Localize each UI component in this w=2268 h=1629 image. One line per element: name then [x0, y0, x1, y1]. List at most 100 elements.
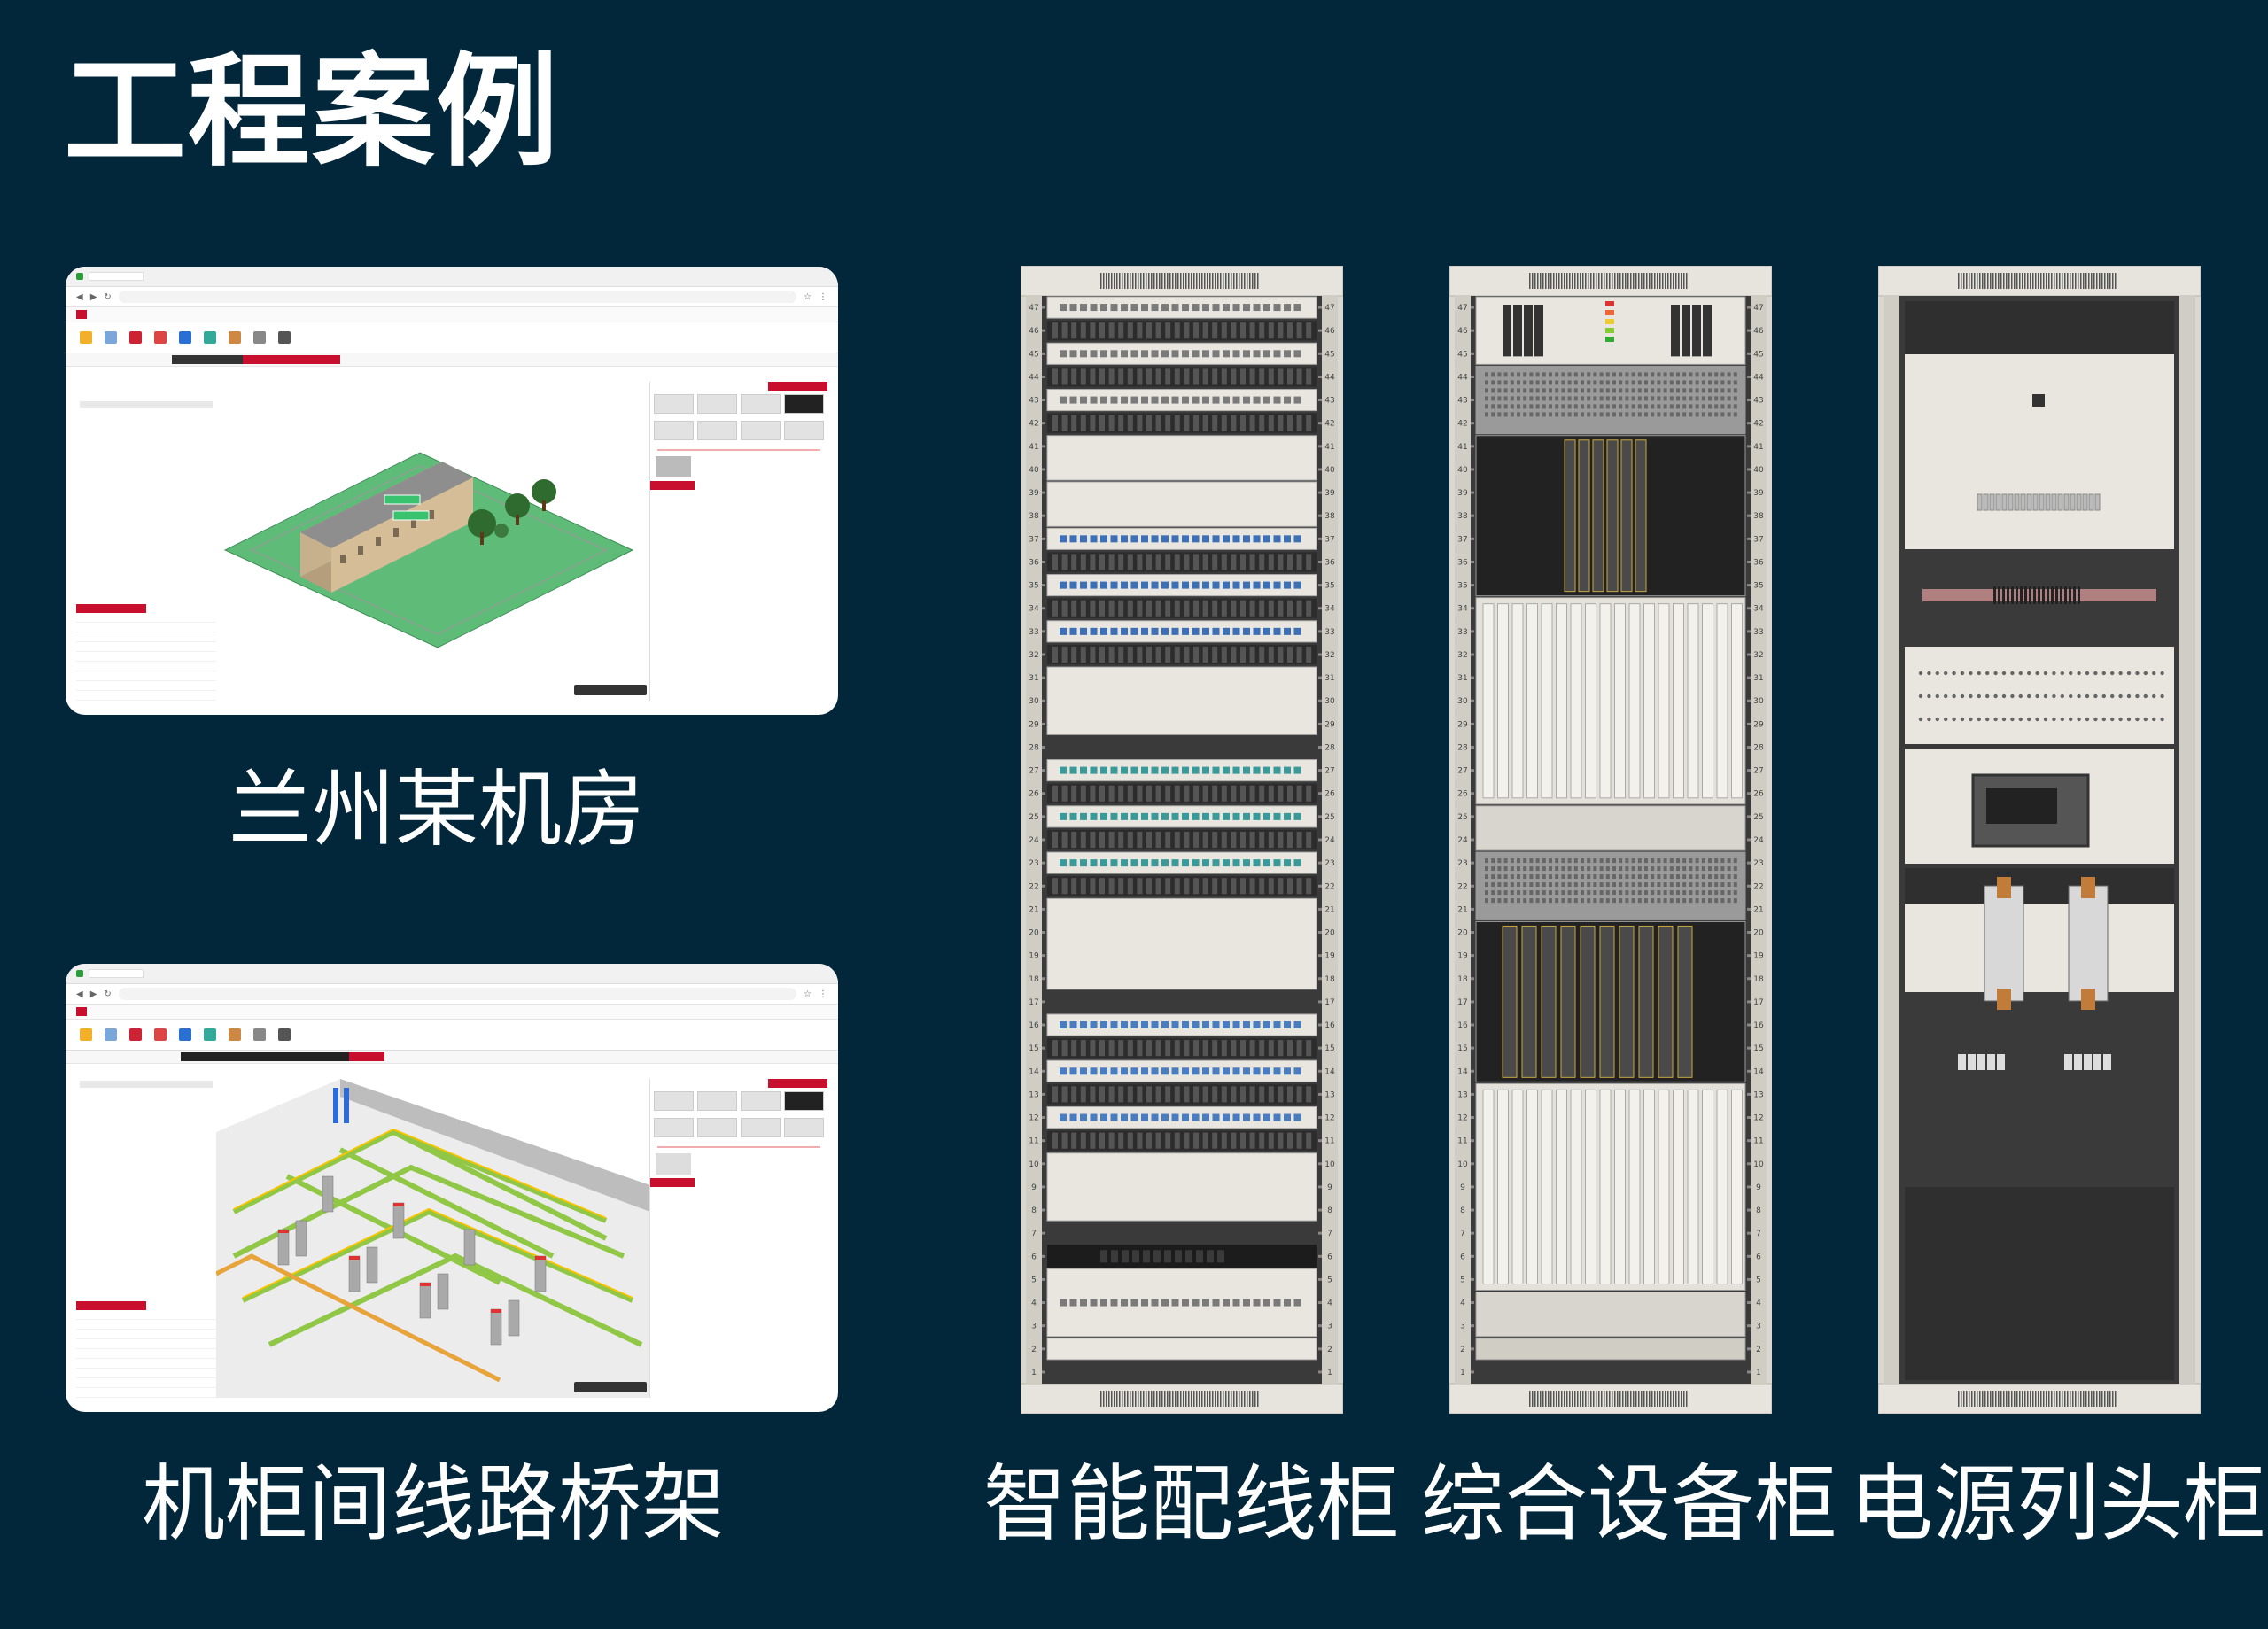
vent-slot: [1114, 1391, 1115, 1407]
vent-hole: [1676, 396, 1680, 401]
cable-slot: [1231, 1040, 1237, 1057]
unit-number: 47: [1753, 304, 1763, 313]
vent-slot: [1249, 1391, 1251, 1407]
unit-number: 46: [1457, 327, 1468, 336]
vent-slot: [1593, 273, 1595, 289]
vent-slot: [1135, 273, 1137, 289]
port: [1130, 350, 1138, 358]
vent-hole: [1599, 874, 1604, 880]
terminal-screw: [2152, 717, 2156, 722]
vent-slot: [1612, 1391, 1613, 1407]
vent-slot: [2101, 1391, 2103, 1407]
breaker: [1983, 493, 1989, 511]
cable-slot: [1118, 554, 1124, 570]
3d-viewport[interactable]: [214, 1079, 650, 1398]
port: [1192, 1067, 1200, 1075]
vent-slot: [1225, 1391, 1227, 1407]
vent-hole: [1485, 404, 1488, 409]
switch-port: [1175, 1250, 1182, 1263]
cable-slot: [1061, 878, 1068, 895]
vent-slot: [2083, 1391, 2085, 1407]
vent-hole: [1733, 412, 1737, 417]
vent-hole: [1695, 388, 1699, 393]
vent-hole: [1682, 380, 1687, 385]
main-switch: [1984, 885, 2024, 1002]
cable-slot: [1052, 415, 1058, 431]
vent-hole: [1581, 396, 1584, 401]
breaker: [2094, 493, 2101, 511]
terminal-screw: [2093, 694, 2098, 699]
card: [1541, 925, 1557, 1078]
vent-hole: [1695, 866, 1699, 872]
vent-hole: [1619, 380, 1623, 385]
vent-slot: [1622, 1391, 1624, 1407]
port: [1110, 350, 1118, 358]
port: [1121, 1113, 1128, 1121]
vent-slot: [1646, 273, 1648, 289]
cable-slot: [1221, 831, 1227, 849]
breaker: [2063, 493, 2070, 511]
vent-hole: [1657, 388, 1661, 393]
vent-slot: [1108, 273, 1110, 289]
indicator-light: [2032, 394, 2045, 407]
zoom-control[interactable]: [574, 1382, 647, 1392]
vent-slot: [2078, 1391, 2079, 1407]
tree-panel: [76, 1079, 217, 1398]
cable-slot: [1174, 785, 1180, 802]
terminal-screw: [2077, 694, 2081, 699]
port: [1212, 766, 1220, 774]
card: [1620, 439, 1633, 593]
vent-slot: [1175, 273, 1177, 289]
vent-slot: [1974, 1391, 1976, 1407]
rail-hole: [1471, 1347, 1474, 1351]
cable-slot: [1287, 554, 1293, 570]
terminal-screw: [1977, 694, 1981, 699]
unit-number: 19: [1753, 952, 1764, 961]
cable-slot: [1165, 1040, 1171, 1057]
vent-hole: [1682, 412, 1687, 417]
3d-viewport[interactable]: [216, 382, 650, 701]
vent-hole: [1593, 404, 1597, 409]
vent-hole: [1625, 388, 1629, 393]
rail-hole: [1747, 468, 1751, 471]
card: [1521, 925, 1537, 1078]
terminal-screw: [1927, 717, 1931, 722]
cable-slot: [1240, 415, 1246, 431]
vent-slot: [1132, 1391, 1134, 1407]
unit-number: 4: [1460, 1299, 1465, 1308]
port: [1090, 1299, 1098, 1307]
vent-hole: [1485, 890, 1488, 896]
cable-slot: [1202, 1040, 1208, 1057]
vent-slot: [1992, 273, 1994, 289]
screenshot-lanzhou-room[interactable]: ◀▶↻☆⋮ ​​​​​: [66, 267, 838, 715]
unit-number: 42: [1753, 420, 1763, 429]
vent-slot: [1127, 1391, 1129, 1407]
cable-slot: [1099, 831, 1105, 849]
cable-slot: [1249, 1040, 1255, 1057]
cable-slot: [1155, 1040, 1161, 1057]
vent-slot: [1204, 273, 1206, 289]
screenshot-cable-tray[interactable]: ◀▶↻☆⋮ ​​​​​: [66, 964, 838, 1412]
cable-slot: [1287, 1040, 1293, 1057]
cable-slot: [1240, 878, 1246, 895]
port: [1069, 766, 1077, 774]
port: [1121, 812, 1128, 820]
vent-slot: [1215, 1391, 1216, 1407]
vent-slot: [2104, 1391, 2106, 1407]
port: [1182, 350, 1189, 358]
vent-slot: [1966, 1391, 1968, 1407]
terminal-screw: [2118, 717, 2123, 722]
unit-number: 1: [1327, 1369, 1332, 1377]
cable-slot: [1287, 600, 1293, 617]
terminal-screw: [2010, 717, 2015, 722]
vent-slot: [1548, 273, 1550, 289]
cable-slot: [1174, 831, 1180, 849]
cable-manager: [1047, 1084, 1317, 1105]
vent-hole: [1720, 380, 1725, 385]
rail-hole: [1318, 375, 1322, 378]
vent-slot: [1649, 273, 1651, 289]
cable-slot: [1071, 785, 1077, 802]
zoom-control[interactable]: [574, 685, 647, 695]
vent-slot: [1641, 273, 1643, 289]
vent-slot: [1598, 273, 1600, 289]
